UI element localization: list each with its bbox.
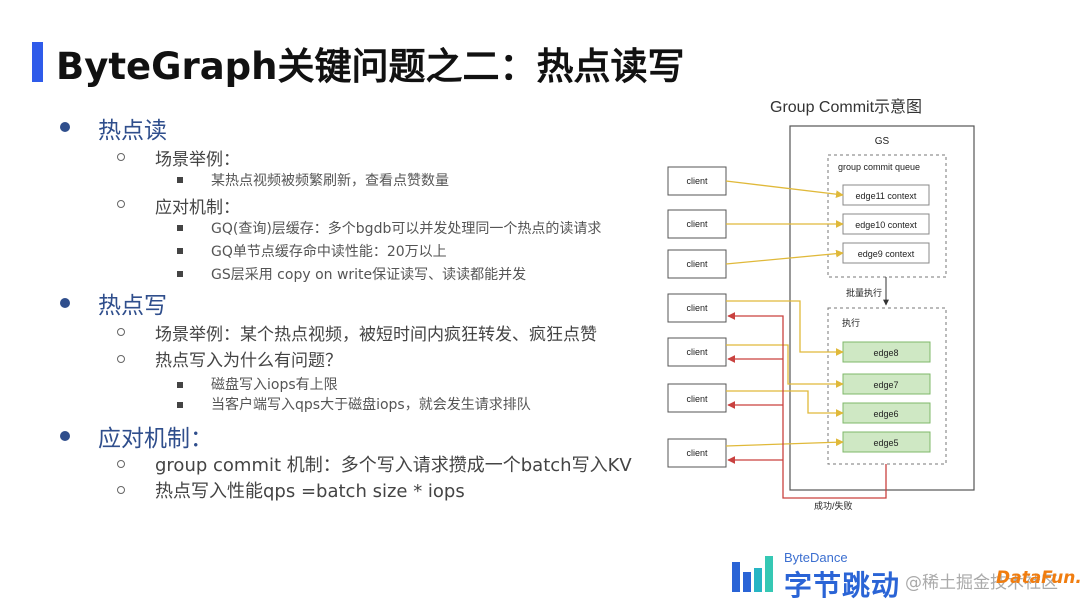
outline-hot-read: 热点读	[98, 118, 167, 144]
outline-write-mech-2: 热点写入性能qps =batch size * iops	[155, 481, 465, 502]
outline-hot-write-scene: 场景举例：某个热点视频，被短时间内疯狂转发、疯狂点赞	[155, 325, 597, 345]
result-label: 成功/失败	[814, 500, 853, 511]
bytedance-logo-icon	[732, 556, 773, 592]
request-arrow	[726, 300, 844, 356]
request-arrow	[725, 180, 844, 199]
brand-name-cn: 字节跳动	[784, 569, 901, 602]
bullet-square	[177, 382, 183, 388]
bullet-square	[177, 225, 183, 231]
request-arrow	[725, 438, 844, 447]
outline-hot-write-why-1: 磁盘写入iops有上限	[211, 377, 338, 393]
exec-item-label: edge7	[873, 380, 898, 390]
exec-item: edge6	[842, 402, 931, 424]
client-box: client	[667, 209, 727, 239]
queue-item: edge9 context	[842, 242, 930, 264]
queue-label: group commit queue	[838, 162, 920, 172]
exec-item-label: edge5	[873, 438, 898, 448]
exec-label: 执行	[842, 317, 860, 328]
bullet-ring	[117, 328, 125, 336]
client-label: client	[686, 347, 708, 357]
queue-item-label: edge10 context	[855, 220, 917, 230]
exec-item-label: edge8	[873, 348, 898, 358]
watermark: @稀土掘金技术社区	[905, 573, 1058, 593]
bullet-ring	[117, 200, 125, 208]
client-box: client	[667, 293, 727, 323]
client-label: client	[686, 303, 708, 313]
exec-item: edge7	[842, 373, 931, 395]
bullet-ring	[117, 153, 125, 161]
bullet-dot	[60, 431, 70, 441]
client-label: client	[686, 219, 708, 229]
diagram-title: Group Commit示意图	[770, 97, 922, 116]
queue-item-label: edge11 context	[856, 191, 917, 201]
request-arrow	[726, 390, 844, 417]
outline-hot-read-mech-1: GQ(查询)层缓存：多个bgdb可以并发处理同一个热点的读请求	[211, 221, 602, 237]
client-box: client	[667, 438, 727, 468]
slide-title: ByteGraph关键问题之二：热点读写	[56, 45, 685, 88]
gs-label: GS	[875, 136, 890, 147]
bullet-square	[177, 248, 183, 254]
request-arrow	[726, 344, 844, 388]
outline-hot-write-why-2: 当客户端写入qps大于磁盘iops，就会发生请求排队	[211, 397, 531, 413]
bullet-ring	[117, 355, 125, 363]
bullet-ring	[117, 486, 125, 494]
outline-hot-write-why: 热点写入为什么有问题？	[155, 351, 342, 371]
outline-hot-read-scene-1: 某热点视频被频繁刷新，查看点赞数量	[211, 173, 449, 189]
outline-write-mech: 应对机制：	[98, 426, 213, 452]
outline-write-mech-1: group commit 机制：多个写入请求攒成一个batch写入KV	[155, 455, 632, 476]
queue-item: edge11 context	[842, 184, 930, 206]
brand-name-en: ByteDance	[784, 550, 848, 565]
client-label: client	[686, 448, 708, 458]
queue-item-label: edge9 context	[858, 249, 915, 259]
bullet-dot	[60, 122, 70, 132]
bullet-square	[177, 402, 183, 408]
client-label: client	[686, 259, 708, 269]
client-box: client	[667, 166, 727, 196]
outline-hot-read-scene: 场景举例：	[155, 150, 240, 170]
outline-hot-read-mech: 应对机制：	[155, 198, 240, 218]
queue-item: edge10 context	[842, 213, 930, 235]
outline-hot-write: 热点写	[98, 293, 167, 319]
bullet-square	[177, 177, 183, 183]
bullet-ring	[117, 460, 125, 468]
client-box: client	[667, 337, 727, 367]
title-accent-bar	[32, 42, 43, 82]
client-label: client	[686, 176, 708, 186]
client-box: client	[667, 383, 727, 413]
outline-hot-read-mech-3: GS层采用 copy on write保证读写、读读都能并发	[211, 267, 527, 283]
batch-label: 批量执行	[846, 287, 882, 298]
watermark-datafun: DataFun.	[996, 568, 1080, 588]
exec-item: edge8	[842, 341, 931, 363]
client-label: client	[686, 394, 708, 404]
request-arrow	[725, 249, 844, 265]
bullet-square	[177, 271, 183, 277]
client-box: client	[667, 249, 727, 279]
exec-item: edge5	[842, 431, 931, 453]
outline-hot-read-mech-2: GQ单节点缓存命中读性能：20万以上	[211, 244, 447, 260]
response-arrow	[727, 312, 887, 499]
exec-item-label: edge6	[873, 409, 898, 419]
bullet-dot	[60, 298, 70, 308]
